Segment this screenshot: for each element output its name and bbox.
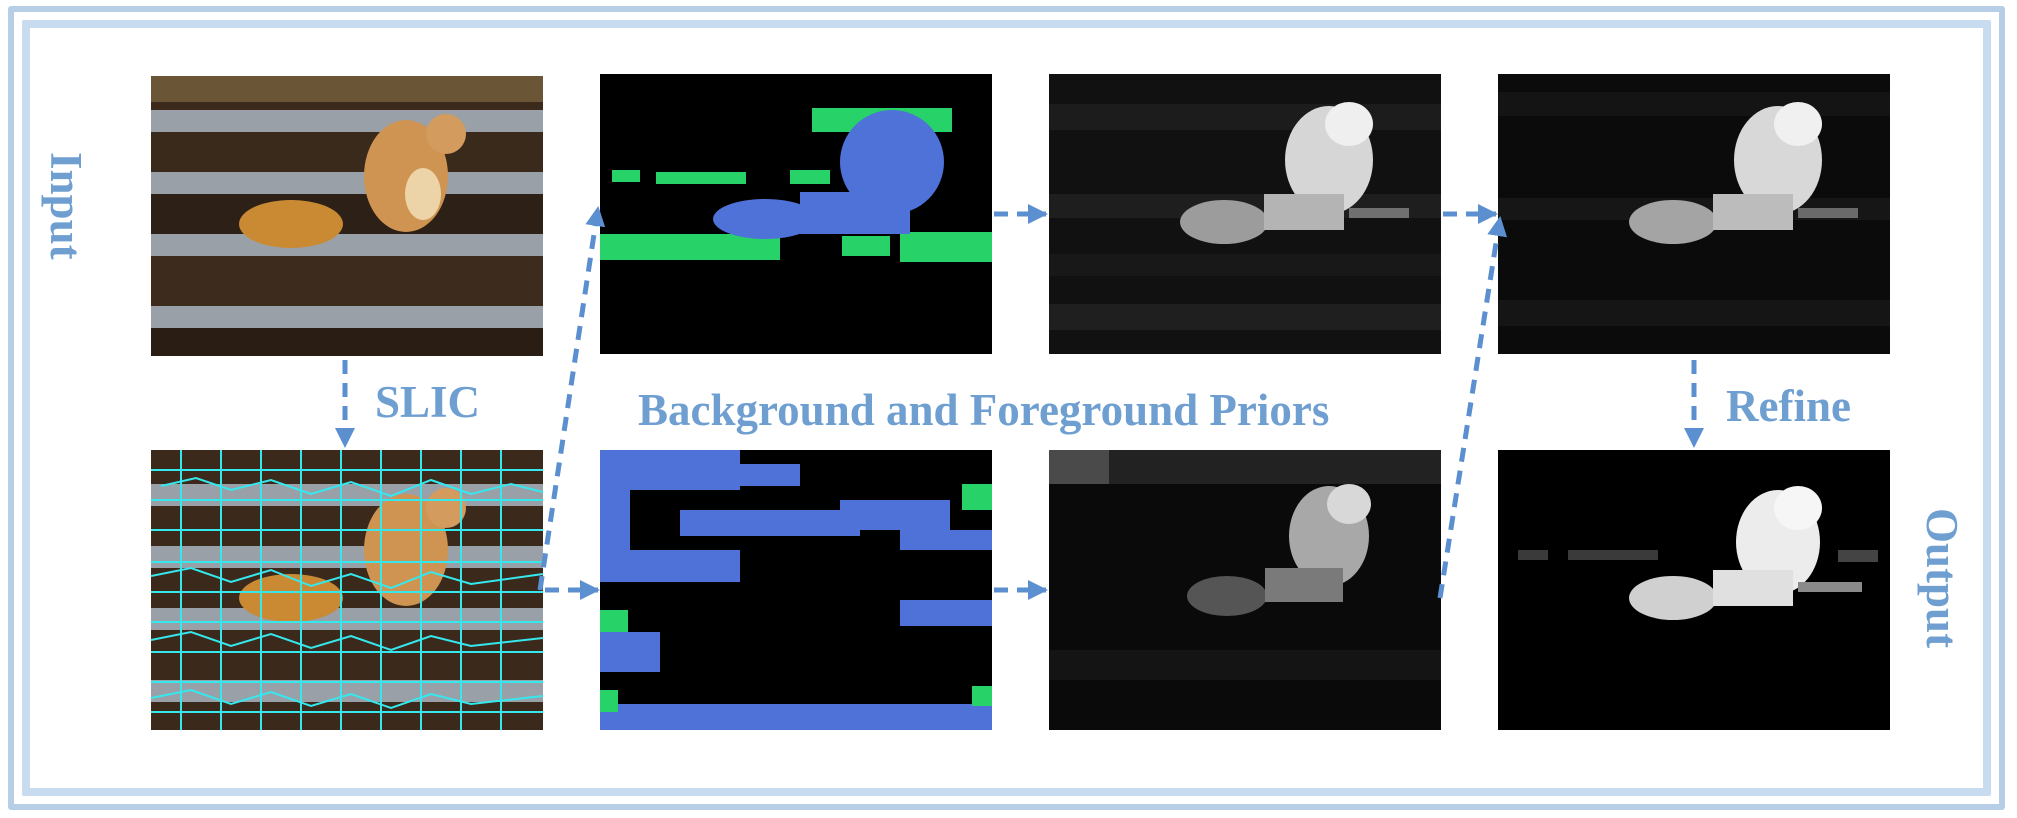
saliency-map-top	[1049, 74, 1441, 354]
output-label: Output	[1917, 508, 1967, 649]
background-prior-map-top	[600, 74, 992, 354]
outer-frame	[8, 6, 2005, 810]
arrow-saliency-bottom-to-fusion	[1437, 216, 1508, 599]
priors-label: Background and Foreground Priors	[638, 385, 1330, 435]
foreground-prior-map	[600, 450, 992, 730]
slic-label: SLIC	[375, 377, 481, 427]
arrow-slic-to-prior-top	[537, 206, 606, 591]
saliency-map-bottom	[1049, 450, 1441, 730]
inner-frame	[22, 20, 1991, 796]
fused-saliency-map	[1498, 74, 1890, 354]
input-label: Input	[41, 152, 91, 260]
refine-label: Refine	[1726, 381, 1851, 431]
output-refined-saliency-map	[1498, 450, 1890, 730]
input-image	[151, 76, 543, 356]
slic-superpixels-image	[151, 450, 543, 730]
